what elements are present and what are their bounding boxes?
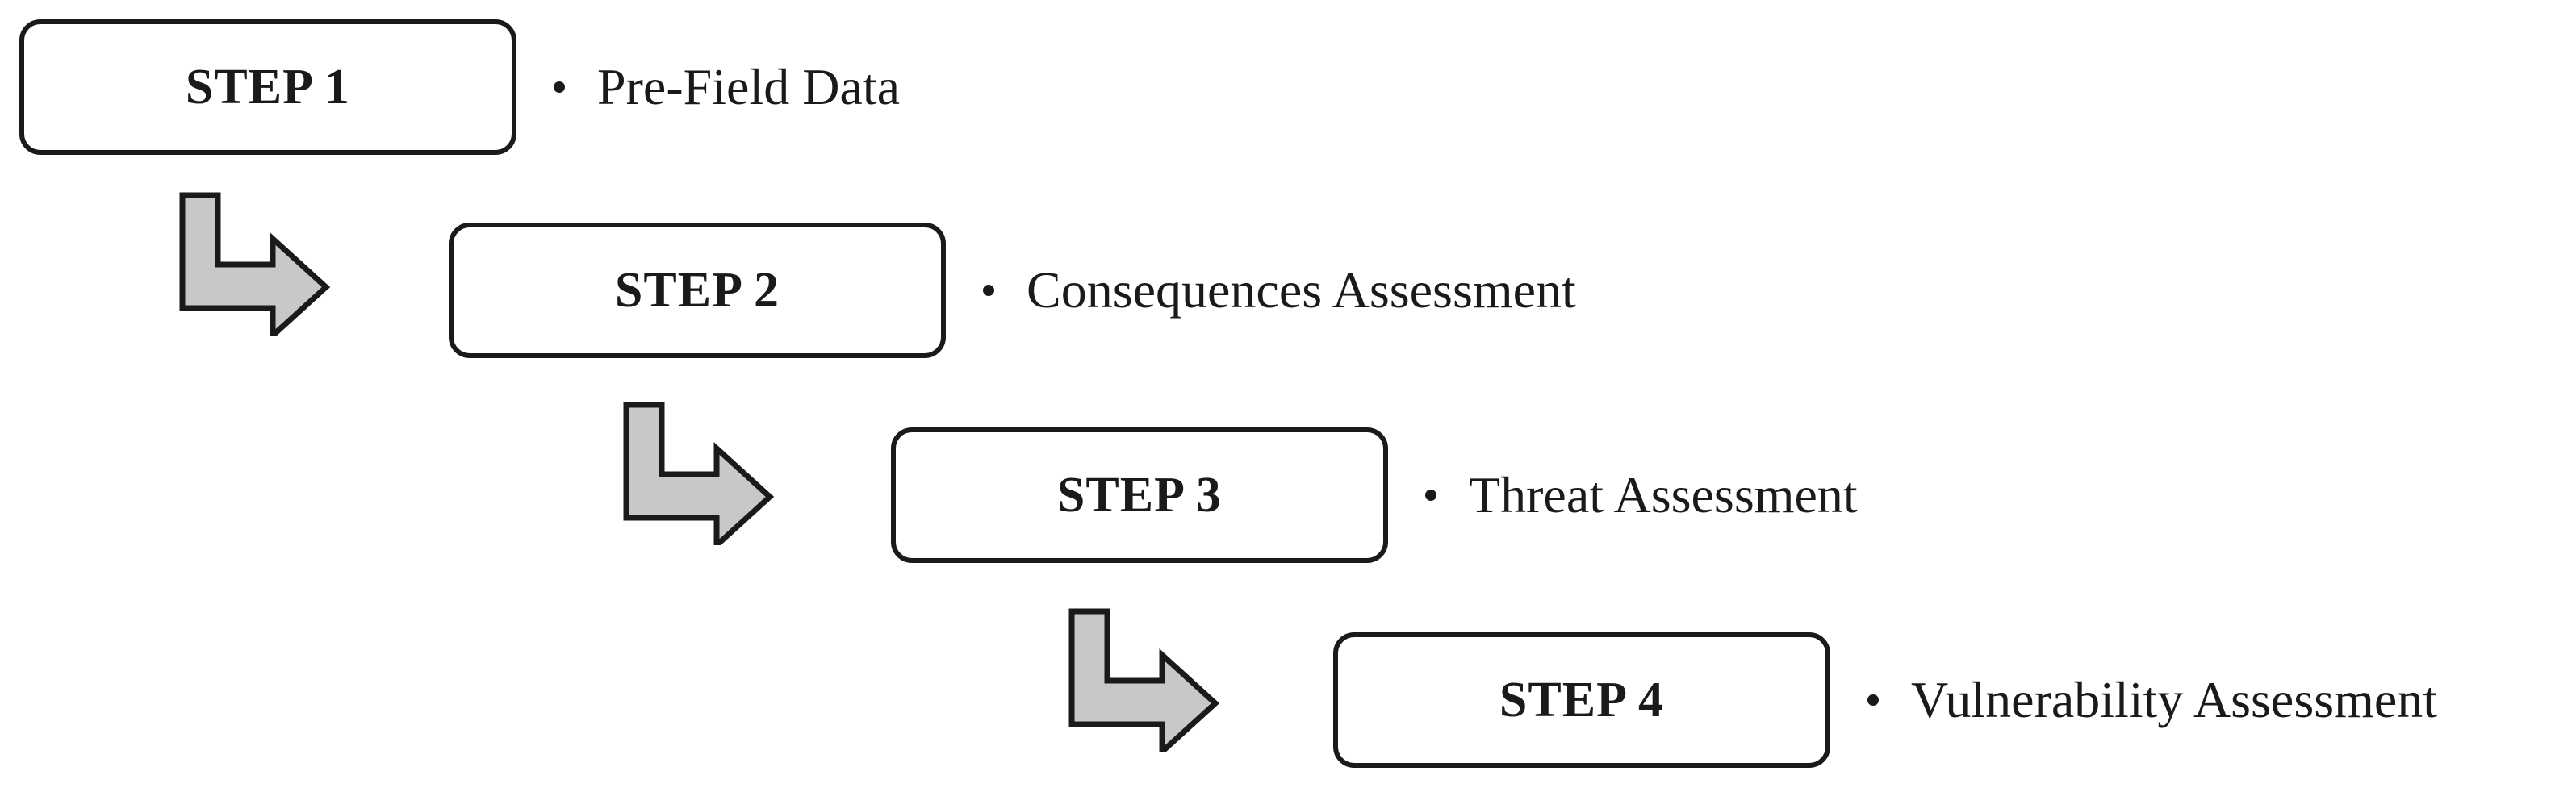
step-2-box: STEP 2 <box>449 223 946 358</box>
bent-arrow-icon <box>1068 608 1220 752</box>
step-3-description-text: Threat Assessment <box>1469 466 1858 523</box>
bullet-icon <box>1867 694 1879 706</box>
step-4-description-text: Vulnerability Assessment <box>1911 671 2438 728</box>
step-1-description-text: Pre-Field Data <box>597 58 900 115</box>
step-2-description-text: Consequences Assessment <box>1027 261 1576 319</box>
step-1-box: STEP 1 <box>19 19 516 155</box>
step-3-label: STEP 3 <box>1056 467 1223 523</box>
step-2-label: STEP 2 <box>614 262 780 318</box>
bullet-icon <box>1425 490 1436 501</box>
step-4-box: STEP 4 <box>1333 632 1830 768</box>
bullet-icon <box>554 81 565 93</box>
step-3-box: STEP 3 <box>891 427 1388 563</box>
step-3-description: Threat Assessment <box>1425 463 1858 527</box>
step-1-description: Pre-Field Data <box>554 55 900 119</box>
step-4-label: STEP 4 <box>1499 672 1665 727</box>
step-4-description: Vulnerability Assessment <box>1867 668 2437 732</box>
step-1-label: STEP 1 <box>185 59 351 115</box>
bent-arrow-icon <box>179 192 331 336</box>
bent-arrow-icon <box>623 402 775 545</box>
bullet-icon <box>983 285 994 296</box>
step-2-description: Consequences Assessment <box>983 258 1576 323</box>
